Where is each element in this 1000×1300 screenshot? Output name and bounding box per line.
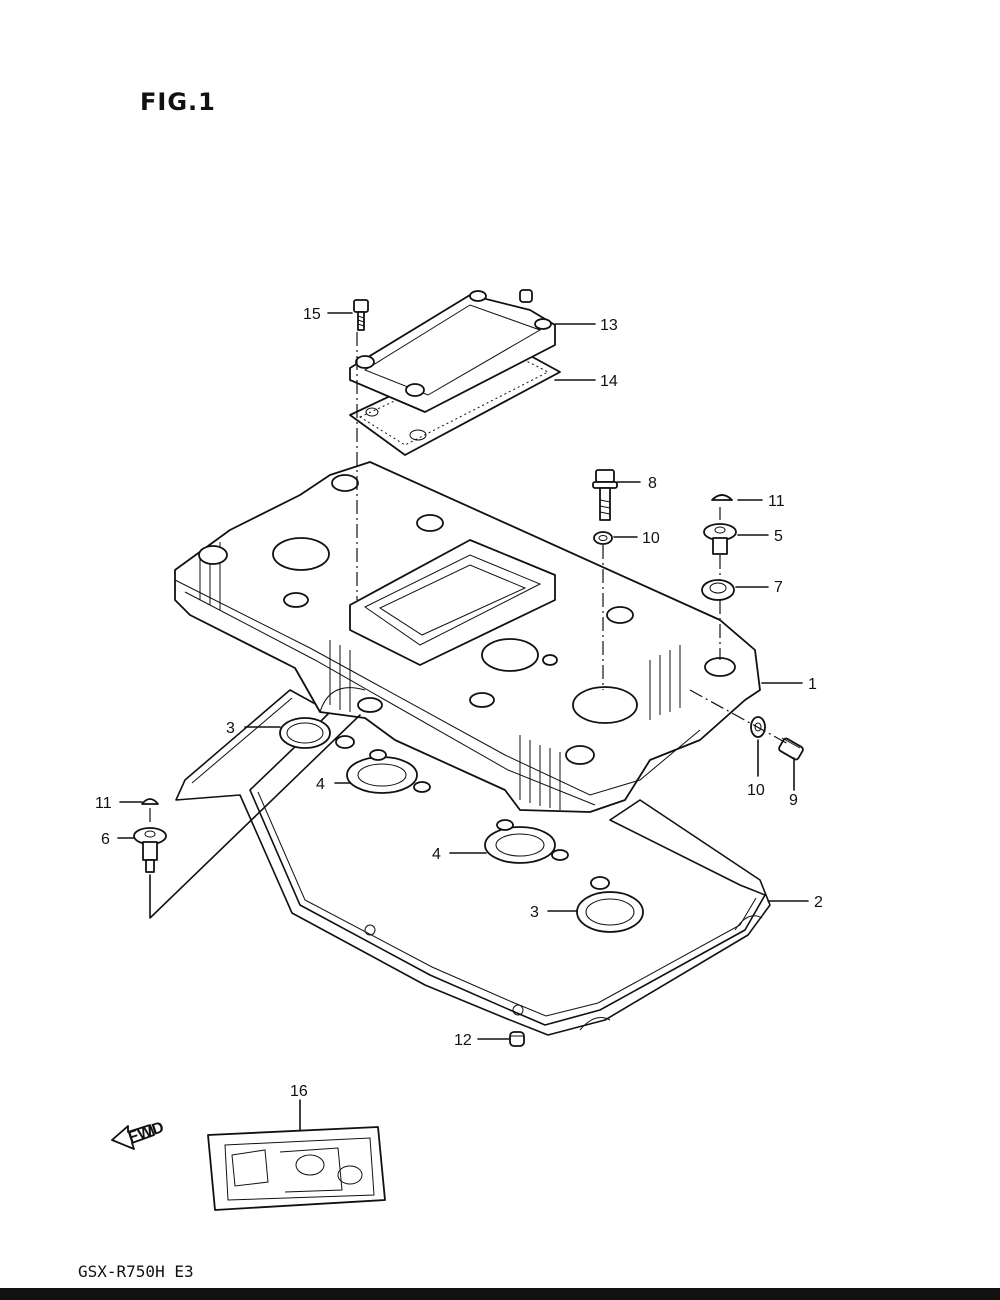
cylinder-head-cover xyxy=(174,461,761,813)
callout-11-left: 11 xyxy=(95,795,112,812)
cap-part-11-right xyxy=(711,494,733,501)
callout-7: 7 xyxy=(774,579,783,596)
plug-hole-gasket-3-right xyxy=(576,876,644,933)
bolt-part-8 xyxy=(592,469,618,521)
forward-direction-arrow: FWD xyxy=(111,1119,166,1150)
callout-6: 6 xyxy=(101,831,110,848)
callout-3-left: 3 xyxy=(226,720,235,737)
callout-12: 12 xyxy=(454,1032,472,1049)
model-code: GSX-R750H E3 xyxy=(78,1262,194,1281)
callout-3-right: 3 xyxy=(530,904,539,921)
callout-11-right: 11 xyxy=(768,493,785,510)
callout-5: 5 xyxy=(774,528,783,545)
gasket-set-part-16 xyxy=(207,1126,386,1211)
callout-1: 1 xyxy=(808,676,817,693)
callout-16: 16 xyxy=(290,1083,308,1100)
washer-part-10-upper xyxy=(593,531,613,545)
callout-labels: 15 13 14 8 10 11 5 7 1 10 9 2 3 4 4 3 11… xyxy=(95,306,823,1100)
bottom-border-bar xyxy=(0,1288,1000,1300)
callout-14: 14 xyxy=(600,373,618,390)
cylinder-head-cover-gasket xyxy=(175,689,771,1036)
callout-8: 8 xyxy=(648,475,657,492)
bolt-part-6 xyxy=(133,827,167,873)
dowel-pin-part-12 xyxy=(509,1031,525,1047)
plug-hole-gasket-4-right xyxy=(484,819,569,864)
callout-4-left: 4 xyxy=(316,776,325,793)
breather-cover xyxy=(349,289,556,413)
plug-bolt-part-9 xyxy=(778,737,804,761)
callout-13: 13 xyxy=(600,317,618,334)
bolt-part-15 xyxy=(353,299,369,331)
callout-15: 15 xyxy=(303,306,321,323)
leader-lines xyxy=(117,312,809,1131)
figure-title: FIG.1 xyxy=(140,88,216,116)
cap-part-11-left xyxy=(141,798,159,805)
fwd-label: FWD xyxy=(126,1119,166,1146)
plug-hole-gasket-3-left xyxy=(279,717,355,749)
bolt-part-5 xyxy=(703,523,737,555)
callout-2: 2 xyxy=(814,894,823,911)
callout-10-upper: 10 xyxy=(642,530,660,547)
callout-4-right: 4 xyxy=(432,846,441,863)
callout-10-lower: 10 xyxy=(747,782,765,799)
callout-9: 9 xyxy=(789,792,798,809)
grommet-part-7 xyxy=(701,579,735,601)
plug-hole-gasket-4-left xyxy=(346,749,431,794)
